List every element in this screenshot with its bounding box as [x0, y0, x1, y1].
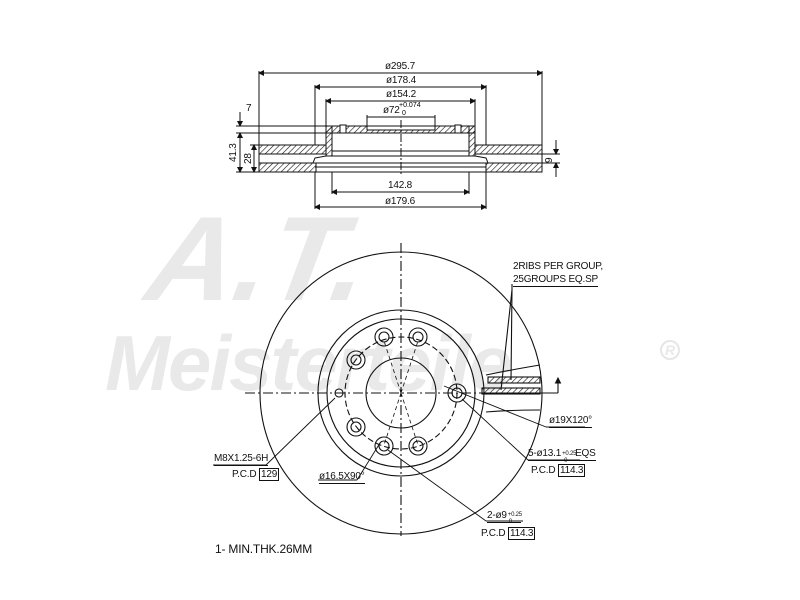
- dim-inner-face-width: 142.8: [388, 180, 413, 191]
- dim-center-bore: ø72: [383, 105, 400, 116]
- thread-pcd-label: P.C.D: [232, 469, 257, 480]
- ribs-note-line2: 25GROUPS EQ.SP: [513, 274, 599, 287]
- pin-pcd: P.C.D 114.3: [481, 527, 536, 540]
- ribs-note-line1: 2RIBS PER GROUP,: [513, 261, 603, 272]
- leader-lines: [213, 385, 585, 522]
- dim-vent-gap: 9: [544, 157, 555, 163]
- dim-hat-offset: 7: [246, 103, 252, 114]
- thread-note: M8X1.25-6H: [214, 453, 269, 466]
- bolt-pcd: P.C.D 114.3: [531, 464, 586, 477]
- dim-hat-outer-diameter: ø178.4: [386, 75, 416, 86]
- watermark-registered-mark: R: [660, 340, 680, 360]
- bolt-holes: [334, 327, 467, 456]
- pin-pcd-value: 114.3: [507, 527, 536, 540]
- pin-pcd-label: P.C.D: [481, 528, 506, 539]
- dim-total-height: 41.3: [228, 143, 239, 162]
- center-bore: [365, 357, 437, 429]
- bolt-pcd-label: P.C.D: [531, 465, 556, 476]
- countersink-note: ø16.5X90°: [319, 471, 365, 484]
- dim-center-bore-tol-lower: 0: [402, 110, 406, 117]
- watermark-logo-bottom: Meisterteile: [105, 319, 512, 407]
- pin-holes-tol-lower: 0: [508, 519, 512, 525]
- thread-pcd: P.C.D 129: [232, 468, 280, 481]
- min-thickness-note: 1- MIN.THK.26MM: [215, 542, 313, 556]
- dim-hat-inner-diameter: ø154.2: [386, 89, 416, 100]
- dim-center-bore-tol-upper: +0.074: [399, 102, 421, 109]
- section-view: [236, 70, 560, 210]
- rib-section: [481, 284, 562, 413]
- dim-outer-diameter: ø295.7: [385, 61, 415, 72]
- dim-inner-flange-diameter: ø179.6: [385, 196, 415, 207]
- chamfer-note: ø19X120°: [549, 415, 592, 428]
- bolt-holes-tol-lower: 0: [564, 458, 568, 464]
- bolt-holes-suffix: EQS: [575, 448, 596, 459]
- bolt-holes-tol-upper: +0.25: [562, 451, 577, 457]
- face-view: [213, 243, 585, 536]
- dim-disc-thickness: 28: [243, 153, 254, 164]
- thread-pcd-value: 129: [258, 468, 280, 481]
- bolt-pcd-value: 114.3: [557, 464, 586, 477]
- pin-holes-count: 2-ø9: [487, 510, 507, 521]
- pin-holes-tol-upper: +0.25: [507, 512, 522, 518]
- bolt-holes-count: 5-ø13.1: [528, 448, 562, 459]
